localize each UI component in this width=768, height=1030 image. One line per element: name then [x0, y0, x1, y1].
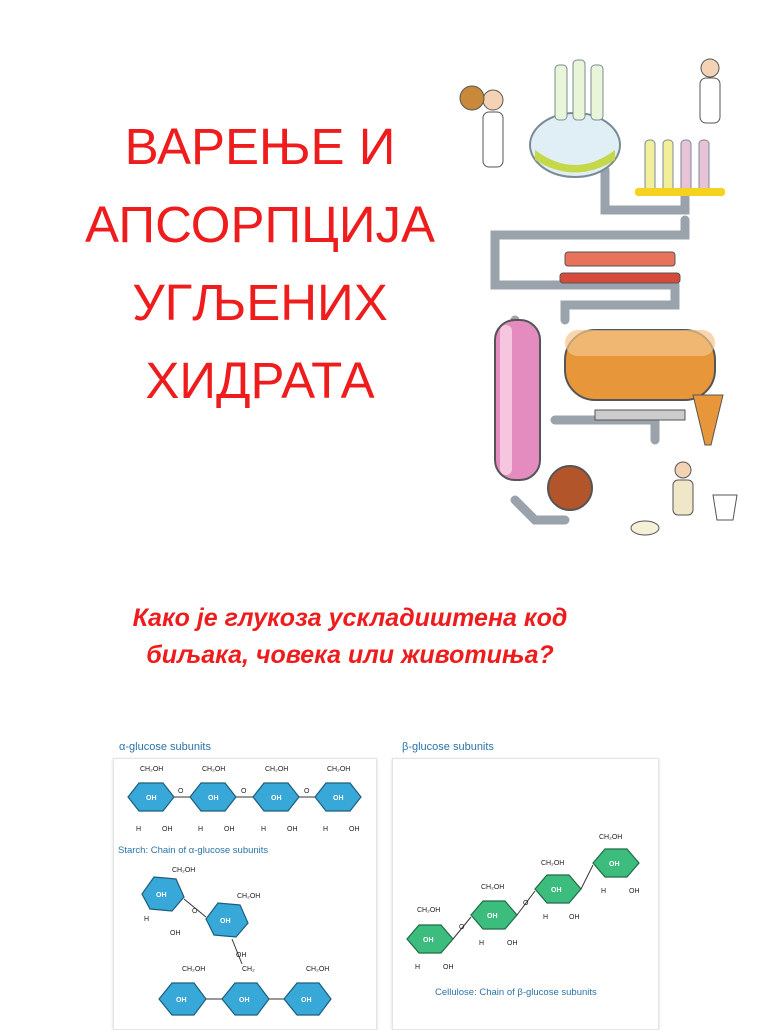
svg-text:H: H	[479, 940, 484, 947]
svg-text:OH: OH	[156, 892, 167, 899]
title-line-1: ВАРЕЊЕ И	[124, 118, 396, 175]
svg-text:OH: OH	[146, 795, 157, 802]
question-line-2: биљака, човека или животиња?	[146, 641, 554, 669]
svg-text:O: O	[192, 908, 198, 915]
title-line-2: АПСОРПЦИЈА	[84, 196, 436, 253]
svg-text:CH₂OH: CH₂OH	[541, 860, 564, 867]
svg-text:CH₂OH: CH₂OH	[327, 766, 350, 773]
title-line-4: ХИДРАТА	[145, 352, 375, 409]
svg-text:OH: OH	[162, 826, 173, 833]
svg-text:CH₂OH: CH₂OH	[182, 966, 205, 973]
svg-text:O: O	[178, 788, 184, 795]
svg-text:OH: OH	[239, 997, 250, 1004]
svg-text:H: H	[601, 888, 606, 895]
svg-text:H: H	[323, 826, 328, 833]
svg-text:OH: OH	[301, 997, 312, 1004]
svg-text:H: H	[144, 916, 149, 923]
svg-text:OH: OH	[170, 930, 181, 937]
svg-text:OH: OH	[349, 826, 360, 833]
svg-text:CH₂OH: CH₂OH	[417, 907, 440, 914]
title-line-3: УГЉЕНИХ	[132, 274, 388, 331]
alpha-ring-row	[127, 782, 362, 812]
question-text: Како је глукоза ускладиштена код биљака,…	[60, 600, 640, 674]
svg-text:OH: OH	[176, 997, 187, 1004]
alpha-glucose-header: α-glucose subunits	[119, 741, 211, 753]
svg-text:H: H	[543, 914, 548, 921]
svg-text:OH: OH	[569, 914, 580, 921]
beta-glucose-chain: OH OH OH OH CH₂OH CH₂OH CH₂OH CH₂OH H OH…	[406, 834, 640, 998]
svg-text:OH: OH	[487, 913, 498, 920]
svg-text:CH₂OH: CH₂OH	[172, 867, 195, 874]
slide-title: ВАРЕЊЕ И АПСОРПЦИЈА УГЉЕНИХ ХИДРАТА	[40, 108, 480, 420]
cellulose-caption: Cellulose: Chain of β-glucose subunits	[435, 987, 597, 998]
cellulose-diagram-panel: OH OH OH OH CH₂OH CH₂OH CH₂OH CH₂OH H OH…	[392, 758, 659, 1030]
svg-text:OH: OH	[629, 888, 640, 895]
svg-text:CH₂OH: CH₂OH	[202, 766, 225, 773]
svg-text:CH₂: CH₂	[242, 966, 255, 973]
svg-text:CH₂OH: CH₂OH	[599, 834, 622, 841]
svg-text:CH₂OH: CH₂OH	[306, 966, 329, 973]
svg-text:H: H	[261, 826, 266, 833]
svg-text:OH: OH	[271, 795, 282, 802]
starch-diagram-panel: OH OH OH OH CH₂OH CH₂OH CH₂OH CH₂OH H H …	[113, 758, 377, 1030]
svg-text:OH: OH	[507, 940, 518, 947]
svg-text:OH: OH	[220, 918, 231, 925]
svg-text:O: O	[523, 900, 529, 907]
svg-text:OH: OH	[224, 826, 235, 833]
beta-glucose-header: β-glucose subunits	[402, 741, 494, 753]
svg-text:OH: OH	[551, 887, 562, 894]
svg-text:CH₂OH: CH₂OH	[481, 884, 504, 891]
alpha-glucose-chain: OH OH OH OH CH₂OH CH₂OH CH₂OH CH₂OH H H …	[118, 766, 362, 1016]
svg-text:CH₂OH: CH₂OH	[140, 766, 163, 773]
svg-text:H: H	[198, 826, 203, 833]
starch-caption: Starch: Chain of α-glucose subunits	[118, 845, 268, 856]
svg-text:O: O	[304, 788, 310, 795]
svg-text:OH: OH	[208, 795, 219, 802]
svg-text:OH: OH	[443, 964, 454, 971]
svg-text:OH: OH	[287, 826, 298, 833]
digestion-machine-illustration	[459, 58, 738, 536]
question-line-1: Како је глукоза ускладиштена код	[132, 604, 568, 632]
svg-text:CH₂OH: CH₂OH	[237, 893, 260, 900]
svg-text:H: H	[415, 964, 420, 971]
svg-text:OH: OH	[236, 952, 247, 959]
svg-text:O: O	[241, 788, 247, 795]
svg-text:CH₂OH: CH₂OH	[265, 766, 288, 773]
svg-text:OH: OH	[333, 795, 344, 802]
svg-text:OH: OH	[423, 937, 434, 944]
svg-text:H: H	[136, 826, 141, 833]
svg-text:O: O	[459, 924, 465, 931]
svg-text:OH: OH	[609, 861, 620, 868]
